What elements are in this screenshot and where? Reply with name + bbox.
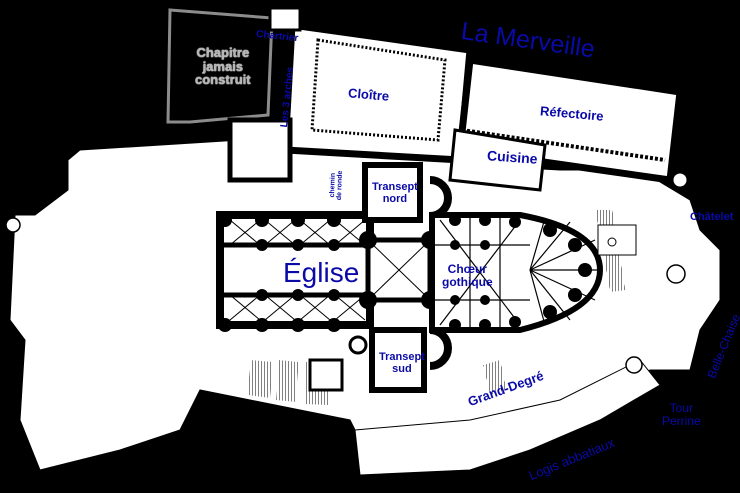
label-chemin-de-ronde: chemin de ronde	[329, 170, 345, 201]
label-transept-nord: Transept nord	[372, 181, 418, 205]
label-transept-sud: Transept sud	[379, 351, 425, 375]
transept-nord	[362, 162, 423, 223]
label-tour-perrine: Tour Perrine	[662, 401, 701, 428]
label-chatelet: Châtelet	[690, 211, 734, 223]
nave	[216, 211, 374, 332]
label-chapitre: Chapitre jamais construit	[195, 45, 251, 88]
transept-sud	[369, 327, 427, 393]
label-cuisine: Cuisine	[486, 147, 539, 167]
crossing	[359, 231, 439, 309]
label-eglise: Église	[283, 257, 360, 288]
refectory-block	[448, 55, 690, 192]
label-choeur-gothique: Chœur gothique	[442, 262, 493, 289]
chartrier-room	[268, 6, 302, 32]
gothic-choir	[429, 212, 604, 333]
cloister-block	[281, 21, 474, 164]
